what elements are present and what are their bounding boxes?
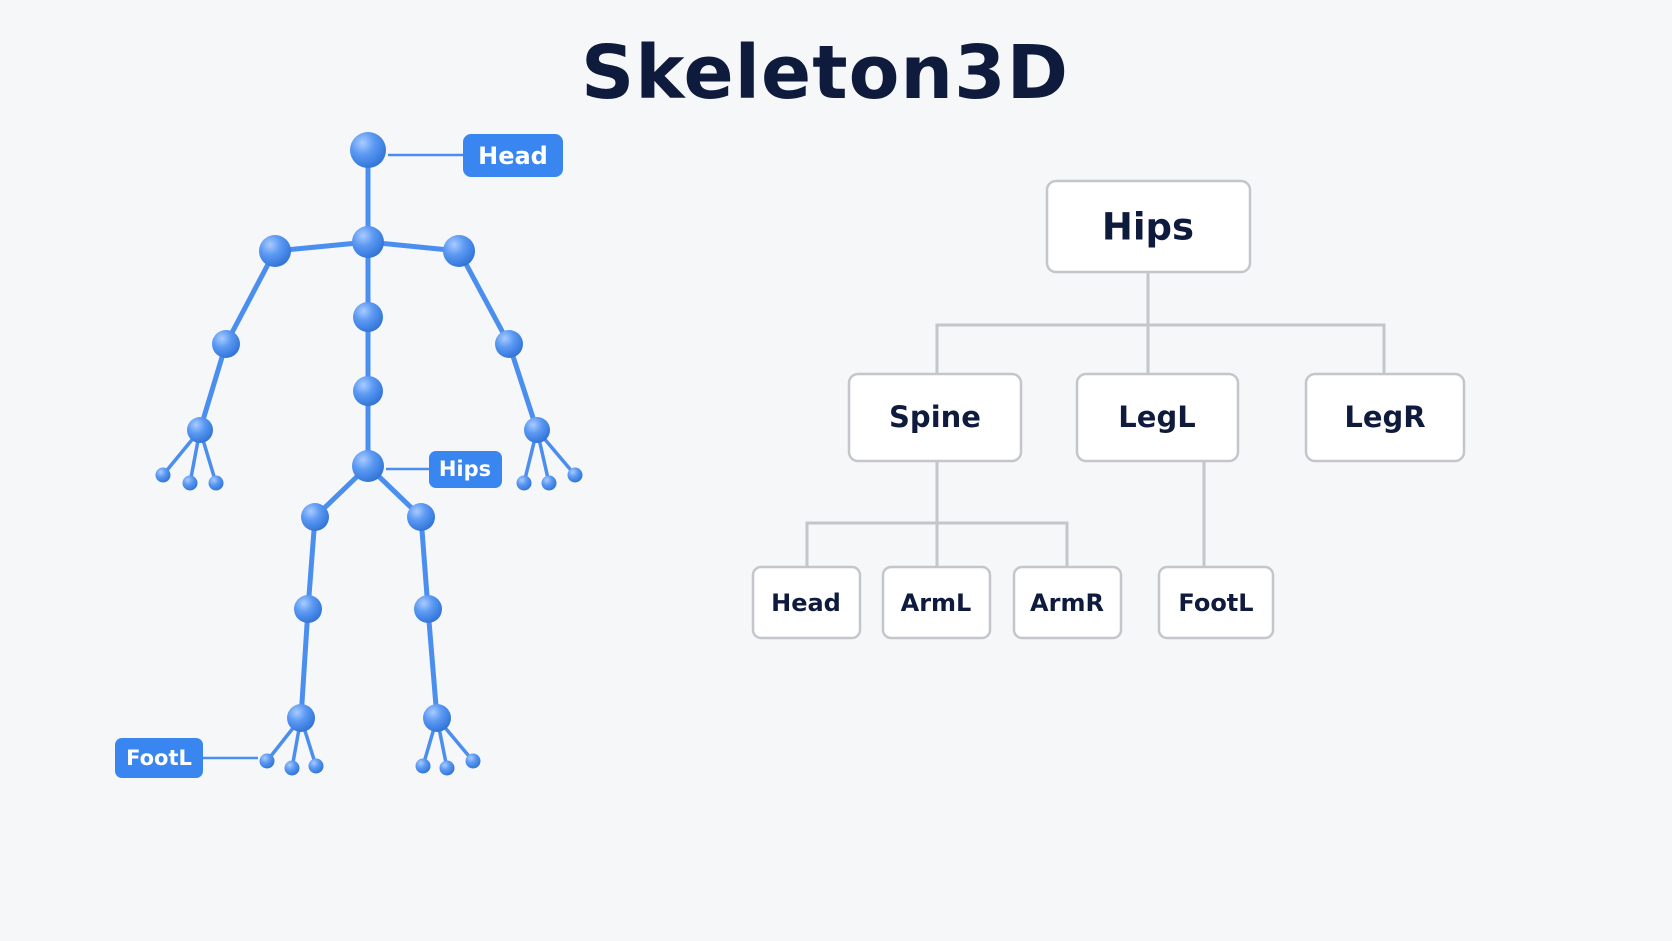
toetip-joint bbox=[439, 760, 455, 776]
tree-node-label: LegR bbox=[1344, 400, 1425, 434]
toetip-joint bbox=[308, 758, 324, 774]
spine-joint-lower bbox=[353, 376, 383, 406]
head-tag-label: Head bbox=[478, 142, 548, 170]
toetip-joint bbox=[284, 760, 300, 776]
tree-node-head: Head bbox=[751, 565, 862, 640]
tree-node-label: ArmL bbox=[901, 589, 972, 617]
forearm-bone-left bbox=[197, 341, 229, 433]
ankle-joint-left bbox=[287, 704, 315, 732]
elbow-joint-left bbox=[212, 330, 240, 358]
hierarchy-tree: Hips Spine LegL LegR Head ArmL ArmR bbox=[751, 179, 1466, 640]
fingertip-joint bbox=[567, 467, 583, 483]
skeleton-figure: Head Hips FootL bbox=[115, 132, 583, 778]
hips-joint bbox=[352, 450, 384, 482]
spine-joint-upper bbox=[353, 302, 383, 332]
fingertip-joint bbox=[516, 475, 532, 491]
head-joint bbox=[350, 132, 386, 168]
tree-node-spine: Spine bbox=[847, 372, 1023, 463]
tree-node-label: Spine bbox=[889, 400, 981, 434]
forearm-bone-right bbox=[506, 341, 540, 433]
tree-node-label: LegL bbox=[1118, 400, 1195, 434]
fingertip-joint bbox=[541, 475, 557, 491]
toetip-joint bbox=[259, 753, 275, 769]
shin-bone-right bbox=[425, 606, 440, 721]
tree-node-hips: Hips bbox=[1045, 179, 1252, 274]
tree-node-arml: ArmL bbox=[881, 565, 992, 640]
thigh-bone-left bbox=[305, 514, 318, 612]
tree-node-label: ArmR bbox=[1030, 589, 1104, 617]
neck-joint bbox=[352, 226, 384, 258]
thigh-bone-right bbox=[418, 514, 431, 612]
shoulder-joint-right bbox=[443, 235, 475, 267]
footl-tag: FootL bbox=[115, 738, 203, 778]
tree-connector-spine-children bbox=[805, 461, 1069, 567]
hips-tag-label: Hips bbox=[439, 457, 491, 481]
diagram-title: Skeleton3D bbox=[580, 30, 1070, 116]
hip-joint-left bbox=[301, 503, 329, 531]
knee-joint-right bbox=[414, 595, 442, 623]
hips-tag: Hips bbox=[429, 451, 502, 488]
tree-node-label: Head bbox=[771, 589, 841, 617]
wrist-joint-left bbox=[187, 417, 213, 443]
tree-node-label: Hips bbox=[1102, 206, 1194, 249]
upper-arm-bone-right bbox=[456, 248, 512, 347]
footl-tag-label: FootL bbox=[126, 746, 192, 770]
tree-node-footl: FootL bbox=[1157, 565, 1275, 640]
knee-joint-left bbox=[294, 595, 322, 623]
toetip-joint bbox=[465, 753, 481, 769]
wrist-joint-right bbox=[524, 417, 550, 443]
tree-node-armr: ArmR bbox=[1012, 565, 1123, 640]
hip-joint-right bbox=[407, 503, 435, 531]
shin-bone-left bbox=[298, 606, 311, 721]
fingertip-joint bbox=[208, 475, 224, 491]
tree-node-legl: LegL bbox=[1075, 372, 1240, 463]
tree-connector-level1 bbox=[935, 272, 1386, 374]
ankle-joint-right bbox=[423, 704, 451, 732]
upper-arm-bone-left bbox=[223, 248, 278, 347]
tree-node-legr: LegR bbox=[1304, 372, 1466, 463]
toetip-joint bbox=[415, 758, 431, 774]
fingertip-joint bbox=[155, 467, 171, 483]
tree-node-label: FootL bbox=[1178, 589, 1253, 617]
head-tag: Head bbox=[463, 134, 563, 177]
fingertip-joint bbox=[182, 475, 198, 491]
shoulder-joint-left bbox=[259, 235, 291, 267]
elbow-joint-right bbox=[495, 330, 523, 358]
